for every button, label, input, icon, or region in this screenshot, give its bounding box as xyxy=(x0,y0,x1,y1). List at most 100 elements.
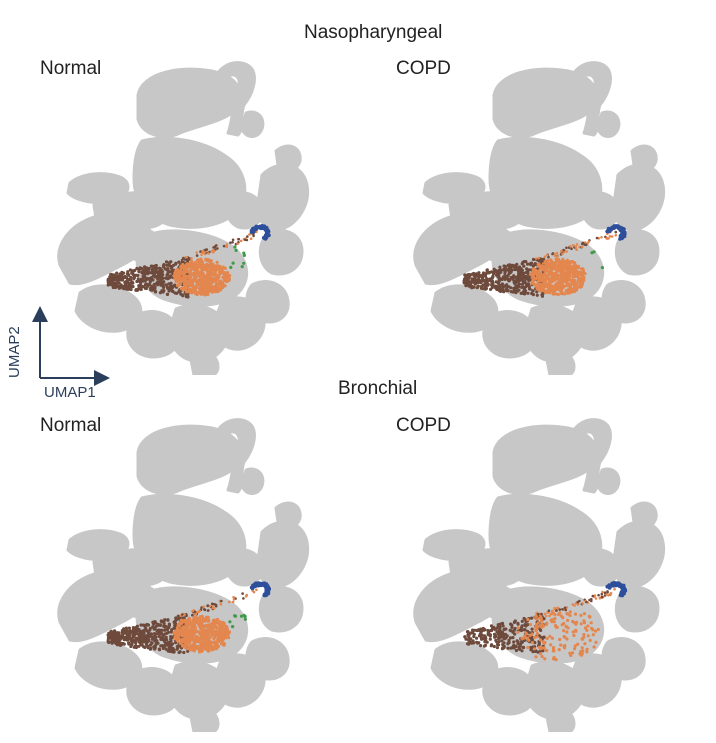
orange-cell-point xyxy=(210,644,214,648)
brown-cell-point xyxy=(514,648,518,653)
orange-cell-point xyxy=(552,655,556,660)
streak-cell-point xyxy=(594,597,598,600)
orange-cell-point xyxy=(538,624,542,628)
brown-cell-point xyxy=(158,648,162,652)
streak-cell-point xyxy=(587,240,591,243)
blue-cell-point xyxy=(620,592,624,596)
brown-cell-point xyxy=(464,273,468,277)
brown-cell-point xyxy=(142,279,146,283)
orange-cell-point xyxy=(224,279,228,283)
blue-cell-point xyxy=(265,584,270,588)
orange-cell-point xyxy=(193,261,197,265)
brown-cell-point xyxy=(498,628,502,633)
background-cell-region xyxy=(274,501,302,529)
orange-cell-point xyxy=(181,619,185,623)
orange-cell-point xyxy=(582,621,587,625)
streak-cell-point xyxy=(543,255,547,259)
brown-cell-point xyxy=(502,264,506,268)
brown-cell-point xyxy=(166,649,170,653)
streak-cell-point xyxy=(245,593,249,597)
streak-cell-point xyxy=(231,600,235,604)
brown-cell-point xyxy=(168,274,173,278)
orange-cell-point xyxy=(524,631,528,635)
orange-cell-point xyxy=(585,628,589,632)
brown-cell-point xyxy=(495,280,500,284)
orange-cell-point xyxy=(536,276,540,280)
orange-cell-point xyxy=(558,260,562,264)
streak-cell-point xyxy=(571,603,574,606)
brown-cell-point xyxy=(513,286,517,290)
orange-cell-cluster xyxy=(172,257,232,297)
brown-cell-point xyxy=(136,637,140,641)
orange-cell-point xyxy=(532,274,536,278)
background-cell-region xyxy=(569,296,622,351)
streak-cell-point xyxy=(231,238,235,242)
orange-cell-point xyxy=(206,644,210,648)
orange-cell-point xyxy=(196,283,201,287)
orange-cell-point xyxy=(217,622,221,627)
brown-cell-point xyxy=(479,629,483,634)
brown-cell-point xyxy=(154,621,158,625)
background-cell-region xyxy=(630,501,658,529)
blue-cell-cluster xyxy=(249,581,272,598)
orange-cell-point xyxy=(204,284,208,288)
background-cell-region xyxy=(612,163,665,232)
umap2-label: UMAP2 xyxy=(6,326,23,378)
orange-cell-point xyxy=(216,277,220,281)
orange-cell-point xyxy=(189,265,193,269)
orange-cell-point xyxy=(522,636,526,640)
green-cell-cluster xyxy=(228,613,247,629)
brown-cell-point xyxy=(488,637,492,641)
background-cell-region xyxy=(488,493,603,586)
streak-cell-point xyxy=(225,243,229,246)
orange-cell-point xyxy=(561,616,565,620)
background-cell-region xyxy=(256,163,309,232)
streak-cell-point xyxy=(215,244,218,247)
streak-cell-point xyxy=(179,618,183,622)
streak-cell-point xyxy=(211,602,214,606)
streak-cell-point xyxy=(255,230,258,234)
orange-cell-point xyxy=(220,268,224,272)
brown-cell-point xyxy=(175,645,179,649)
brown-cell-point xyxy=(494,627,498,631)
orange-cell-point xyxy=(539,275,543,279)
orange-cell-point xyxy=(203,642,207,646)
brown-cell-point xyxy=(498,265,502,269)
brown-cell-point xyxy=(134,645,138,649)
orange-cell-point xyxy=(536,285,540,289)
orange-cell-point xyxy=(583,642,587,646)
streak-cell-point xyxy=(555,251,559,255)
orange-cell-point xyxy=(190,632,194,636)
streak-cell-point xyxy=(535,617,538,621)
streak-cell-point xyxy=(534,257,538,260)
brown-cell-point xyxy=(130,637,134,641)
brown-cell-point xyxy=(129,275,133,279)
green-cell-point xyxy=(242,613,246,617)
brown-cell-point xyxy=(177,260,181,264)
orange-cell-point xyxy=(559,643,563,647)
brown-cell-point xyxy=(163,632,167,636)
umap-panel-naso-copd xyxy=(386,55,686,375)
brown-cell-point xyxy=(126,270,130,274)
brown-cell-point xyxy=(122,642,126,646)
orange-cell-point xyxy=(552,620,556,624)
orange-cell-point xyxy=(190,627,194,631)
streak-cell-point xyxy=(211,605,215,609)
streak-cell-point xyxy=(552,611,555,615)
streak-cell-point xyxy=(184,256,188,259)
orange-cell-point xyxy=(563,635,567,639)
brown-cell-point xyxy=(489,644,493,648)
background-cell-region xyxy=(630,144,658,172)
orange-cell-point xyxy=(579,267,583,271)
orange-cell-point xyxy=(572,261,576,265)
orange-cell-point xyxy=(210,264,214,268)
orange-cell-point xyxy=(197,631,201,635)
orange-cell-point xyxy=(528,633,532,637)
trajectory-streak xyxy=(535,587,616,621)
brown-cell-point xyxy=(137,286,141,291)
orange-cell-point xyxy=(545,268,549,272)
brown-cell-point xyxy=(110,637,114,642)
background-cell-region xyxy=(188,350,220,375)
brown-cell-point xyxy=(493,635,497,639)
brown-cell-point xyxy=(490,276,494,280)
